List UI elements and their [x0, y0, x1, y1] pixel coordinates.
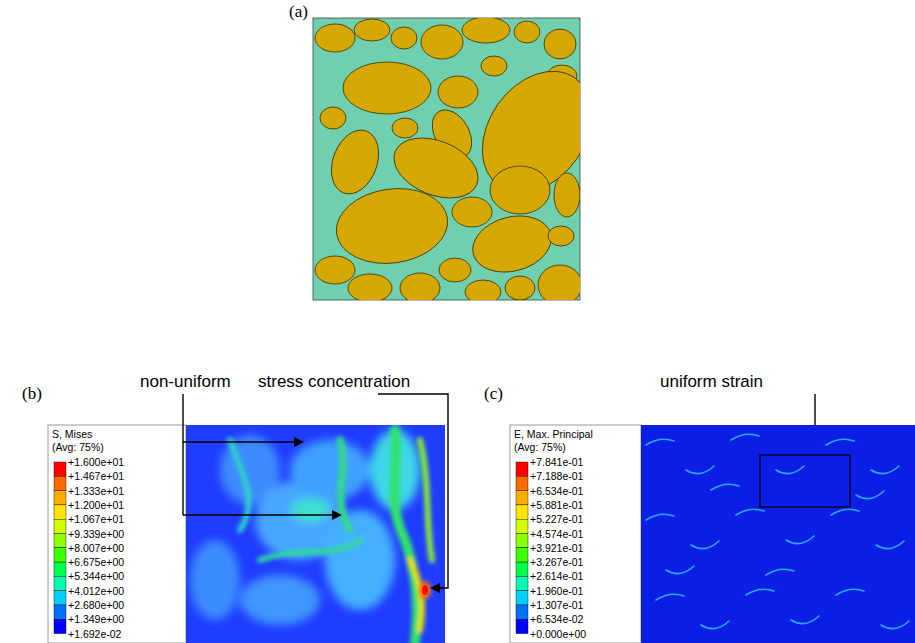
legend-value: +6.534e-01: [530, 484, 583, 498]
strain-band: [701, 621, 729, 629]
strain-band: [856, 491, 884, 499]
strain-band: [836, 589, 864, 595]
colorbar-band: [516, 576, 528, 590]
strain-band: [686, 466, 714, 474]
annotation-text: non-uniform: [140, 372, 231, 392]
colorbar-band: [54, 548, 66, 562]
legend-title: S, Mises: [52, 427, 92, 441]
microstructure: [313, 17, 614, 305]
colorbar-band: [54, 462, 66, 476]
legend-value: +1.333e+01: [68, 484, 124, 498]
strain-band: [656, 594, 684, 600]
colorbar-band: [54, 562, 66, 576]
panel-label: (c): [484, 384, 503, 404]
colorbar-band: [54, 505, 66, 519]
annotation-text: uniform strain: [660, 372, 763, 392]
strain-band: [871, 466, 899, 474]
annotation-text: stress concentration: [258, 372, 410, 392]
legend-value: +5.881e-01: [530, 498, 583, 512]
legend-title: E, Max. Principal: [514, 427, 593, 441]
strain-band: [646, 514, 674, 520]
legend-value: +3.921e-01: [530, 541, 583, 555]
colorbar-band: [54, 591, 66, 605]
colorbar-band: [54, 576, 66, 590]
legend-value: +9.339e+00: [68, 527, 124, 541]
legend-value: +1.467e+01: [68, 469, 124, 483]
legend-value: +1.307e-01: [530, 598, 583, 612]
legend-value: +0.000e+00: [530, 627, 586, 641]
legend-value: +6.675e+00: [68, 555, 124, 569]
colorbar-band: [516, 491, 528, 505]
colorbar-band: [516, 619, 528, 633]
legend-value: +2.614e-01: [530, 569, 583, 583]
legend-panel: [48, 425, 186, 643]
strain-band: [666, 566, 694, 574]
colorbar-band: [54, 476, 66, 490]
focus-box: [760, 455, 850, 507]
legend-title: (Avg: 75%): [52, 440, 104, 454]
colorbar-band: [516, 519, 528, 533]
legend-value: +1.600e+01: [68, 455, 124, 469]
colorbar-band: [54, 605, 66, 619]
legend-value: +1.067e+01: [68, 512, 124, 526]
strain-band: [776, 466, 804, 474]
strain-band: [711, 484, 739, 490]
strain-band: [691, 541, 719, 549]
colorbar-band: [516, 591, 528, 605]
strain-band: [731, 434, 759, 440]
legend-value: +1.960e-01: [530, 584, 583, 598]
legend-value: +5.344e+00: [68, 569, 124, 583]
colorbar-band: [516, 562, 528, 576]
strain-band: [831, 509, 859, 515]
colorbar-band: [54, 534, 66, 548]
legend-value: +3.267e-01: [530, 555, 583, 569]
legend-value: +5.227e-01: [530, 512, 583, 526]
strain-band: [736, 509, 764, 515]
colorbar-band: [516, 605, 528, 619]
colorbar-band: [516, 548, 528, 562]
strain-band: [876, 541, 904, 549]
legend-panel: [510, 425, 641, 643]
legend-value: +2.680e+00: [68, 598, 124, 612]
colorbar: [54, 462, 66, 634]
strain-band: [746, 589, 774, 595]
strain-band: [881, 621, 909, 629]
colorbar-band: [54, 519, 66, 533]
panel-label: (a): [289, 2, 308, 22]
legend-value: +1.200e+01: [68, 498, 124, 512]
legend-value: +7.841e-01: [530, 455, 583, 469]
legend-value: +6.534e-02: [530, 612, 583, 626]
legend-value: +7.188e-01: [530, 469, 583, 483]
legend-value: +1.349e+00: [68, 612, 124, 626]
strain-band: [646, 439, 674, 445]
stress-contour: [186, 425, 445, 643]
legend-value: +1.692e-02: [68, 627, 121, 641]
colorbar-band: [54, 619, 66, 633]
colorbar-band: [516, 476, 528, 490]
legend-title: (Avg: 75%): [514, 440, 566, 454]
colorbar: [516, 462, 528, 634]
legend-value: +4.012e+00: [68, 584, 124, 598]
colorbar-band: [516, 505, 528, 519]
strain-contour: [641, 425, 915, 643]
legend-value: +8.007e+00: [68, 541, 124, 555]
legend-value: +4.574e-01: [530, 527, 583, 541]
colorbar-band: [54, 491, 66, 505]
panel-label: (b): [22, 384, 42, 404]
strain-band: [766, 569, 794, 575]
strain-band: [791, 616, 819, 624]
strain-band: [826, 439, 854, 445]
strain-band: [786, 536, 814, 544]
colorbar-band: [516, 462, 528, 476]
colorbar-band: [516, 534, 528, 548]
